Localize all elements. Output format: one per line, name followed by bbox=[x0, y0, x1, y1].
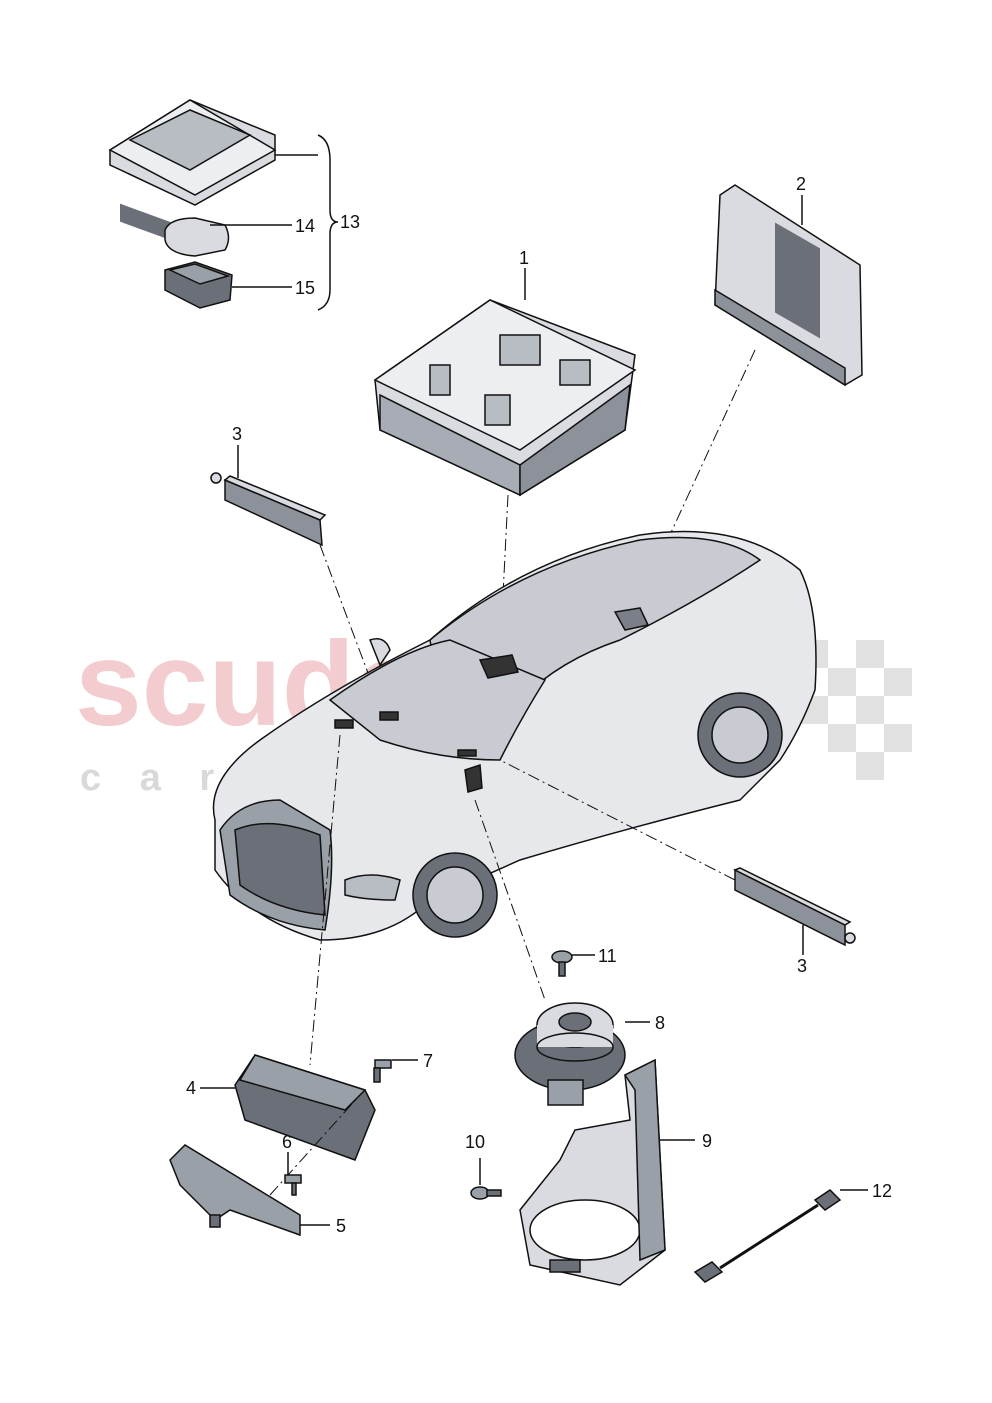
callout-12: 12 bbox=[872, 1181, 892, 1201]
callout-3-left: 3 bbox=[232, 424, 242, 444]
speaker-8[interactable] bbox=[514, 1002, 626, 1106]
screw-7[interactable] bbox=[373, 1059, 392, 1083]
sensor-unit-4[interactable] bbox=[234, 1054, 376, 1161]
callout-2: 2 bbox=[796, 174, 806, 194]
callout-15: 15 bbox=[295, 278, 315, 298]
callout-6: 6 bbox=[282, 1132, 292, 1152]
antenna-3-right[interactable] bbox=[733, 867, 856, 947]
callout-7: 7 bbox=[423, 1051, 433, 1071]
screw-11[interactable] bbox=[551, 950, 573, 977]
callout-4: 4 bbox=[186, 1078, 196, 1098]
antenna-3-left[interactable] bbox=[210, 472, 327, 547]
cable-12[interactable] bbox=[693, 1189, 842, 1283]
callout-8: 8 bbox=[655, 1013, 665, 1033]
car-grille bbox=[234, 822, 326, 916]
callout-11: 11 bbox=[598, 946, 617, 966]
control-unit-2[interactable] bbox=[714, 184, 863, 387]
callout-9: 9 bbox=[702, 1131, 712, 1151]
battery-14[interactable] bbox=[164, 217, 230, 257]
screw-6[interactable] bbox=[284, 1174, 302, 1196]
roof-module-1[interactable] bbox=[373, 299, 637, 497]
callout-3-right: 3 bbox=[797, 956, 807, 976]
callout-5: 5 bbox=[336, 1216, 346, 1236]
bracket-5[interactable] bbox=[169, 1144, 301, 1237]
callout-14: 14 bbox=[295, 216, 315, 236]
car-illustration bbox=[212, 530, 817, 941]
callout-10: 10 bbox=[465, 1132, 485, 1152]
speaker-bracket-9[interactable] bbox=[519, 1058, 666, 1286]
callout-13: 13 bbox=[340, 212, 360, 232]
screw-10[interactable] bbox=[470, 1186, 502, 1200]
holder-15[interactable] bbox=[164, 261, 233, 309]
checkered-flag-icon bbox=[800, 640, 912, 780]
callout-1: 1 bbox=[519, 248, 529, 268]
